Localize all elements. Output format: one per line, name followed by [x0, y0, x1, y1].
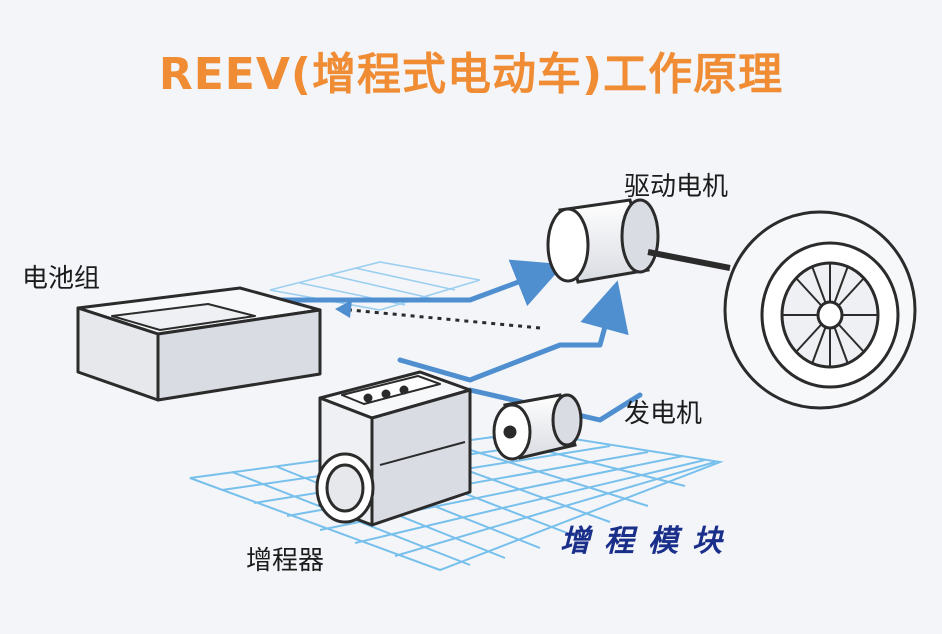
energy-flow-lines	[277, 259, 643, 423]
range-extender-label: 增程器	[246, 546, 325, 576]
generator-label: 发电机	[624, 399, 703, 429]
range-extender-engine	[315, 370, 472, 527]
rear-grid	[269, 261, 481, 311]
wheel	[723, 210, 917, 410]
charge-flow-line	[335, 300, 541, 330]
range-extender-module-label: 增程模块	[560, 524, 736, 559]
battery-pack	[76, 286, 322, 402]
battery-label: 电池组	[22, 264, 101, 294]
diagram-title: REEV(增程式电动车)工作原理	[158, 49, 784, 100]
generator	[492, 393, 583, 461]
drive-motor-label: 驱动电机	[624, 172, 729, 202]
drive-motor	[546, 198, 731, 284]
